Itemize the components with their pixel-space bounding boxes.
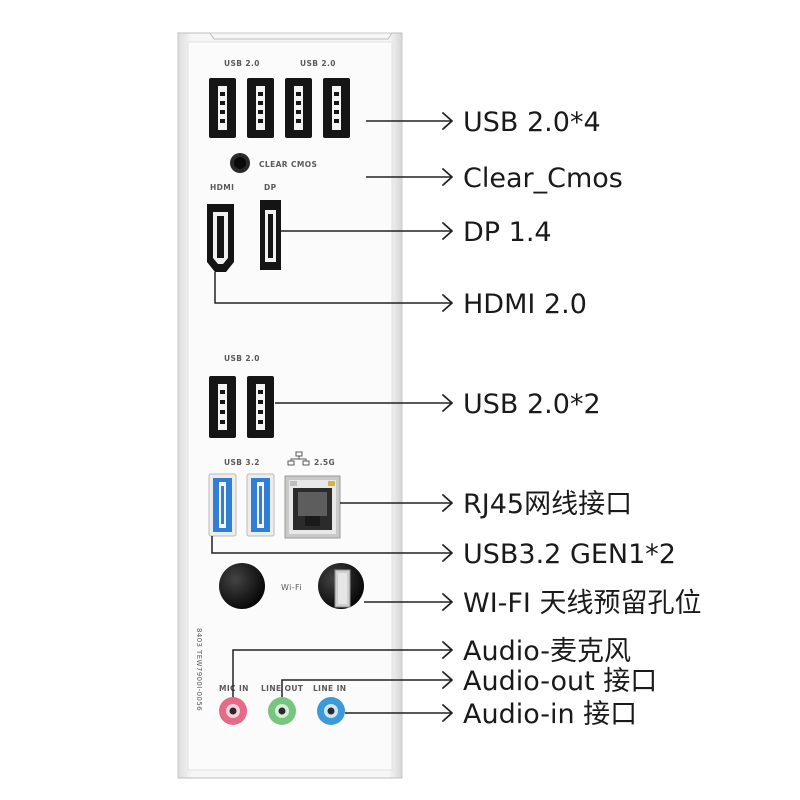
mic-in-jack [219,697,247,725]
callout-hdmi: HDMI 2.0 [463,289,587,320]
usb2-port [209,78,236,138]
hdmi-label: HDMI [210,183,234,192]
usb2-top-ports [209,78,350,138]
leader-lines [211,120,452,714]
usb-mid-label: USB 2.0 [224,354,260,363]
arrow-icon [442,544,453,562]
leader-line-out [281,679,452,697]
usb32-port [246,473,275,537]
usb2-mid-ports [209,376,274,438]
callout-labels: USB 2.0*4 Clear_Cmos DP 1.4 HDMI 2.0 USB… [463,107,701,730]
callout-usb2-x4: USB 2.0*4 [463,107,601,138]
arrow-icon [442,394,453,412]
usb2-port [247,376,274,438]
arrow-icon [442,641,453,659]
usb-top-left-label: USB 2.0 [224,59,260,68]
usb2-port [323,78,350,138]
hdmi-port [207,204,234,272]
rj45-port [284,475,341,539]
line-out-jack [268,697,296,725]
wifi-label: Wi-Fi [281,583,302,592]
callout-audio-in: Audio-in 接口 [463,699,637,730]
callout-audio-out: Audio-out 接口 [463,666,657,697]
usb32-ports [208,473,275,537]
callout-dp: DP 1.4 [463,217,552,248]
line-in-jack [317,697,345,725]
callout-clear-cmos: Clear_Cmos [463,163,623,194]
network-icon [287,451,310,466]
callout-usb2-x2: USB 2.0*2 [463,389,601,420]
line-in-label: LINE IN [313,684,346,693]
arrow-icon [442,494,453,512]
usb2-port [285,78,312,138]
arrow-icon [442,112,453,130]
clear-cmos-button [230,153,250,173]
leader-usb32 [211,536,452,554]
callout-wifi: WI-FI 天线预留孔位 [463,588,701,619]
leader-mic [232,649,452,697]
arrow-heads [442,112,453,722]
usb32-port [208,473,237,537]
arrow-icon [442,593,453,611]
callout-usb32: USB3.2 GEN1*2 [463,539,676,570]
arrow-icon [442,671,453,689]
displayport-port [260,200,281,270]
usb2-port [247,78,274,138]
usb32-label: USB 3.2 [224,458,260,467]
arrow-icon [442,168,453,186]
leader-hdmi [214,272,452,304]
lan-speed-label: 2.5G [314,458,335,467]
wifi-antenna-hole [318,563,364,609]
arrow-icon [442,294,453,312]
callout-rj45: RJ45网线接口 [463,489,632,520]
io-shield-plate [177,32,403,779]
arrow-icon [442,222,453,240]
mic-in-label: MIC IN [219,684,249,693]
dp-label: DP [264,183,277,192]
callout-audio-mic: Audio-麦克风 [463,636,631,667]
clear-cmos-label: CLEAR CMOS [259,160,317,169]
wifi-antenna-hole [219,563,265,609]
usb-top-right-label: USB 2.0 [300,59,336,68]
usb2-port [209,376,236,438]
shield-serial: 8403 TEW7900I-0056 [195,628,203,711]
arrow-icon [442,704,453,722]
